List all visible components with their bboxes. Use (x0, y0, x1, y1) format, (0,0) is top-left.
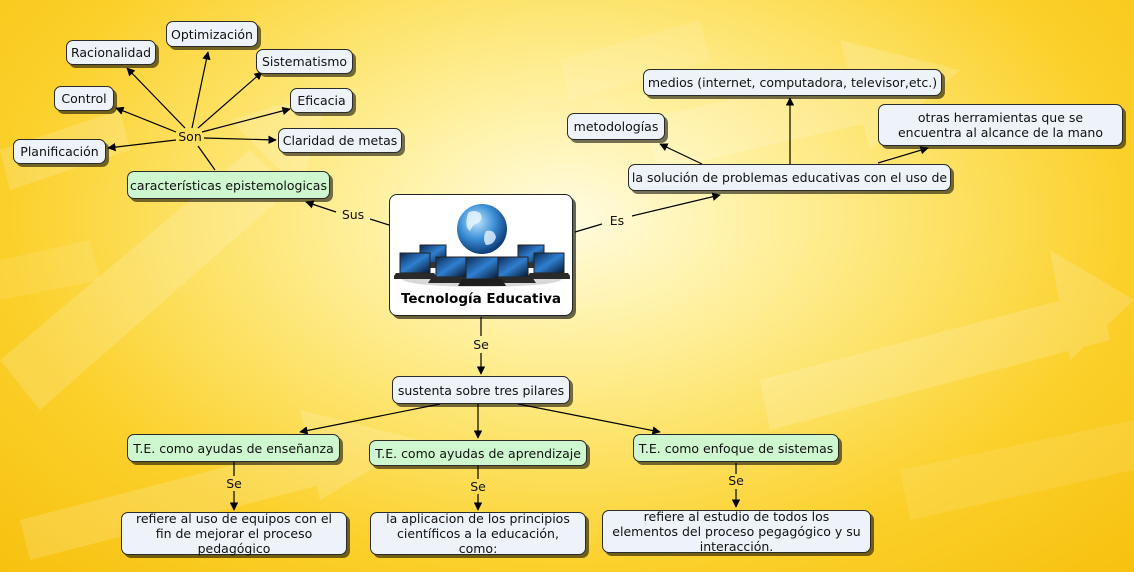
link-son-optimizacion (191, 51, 211, 129)
node-medios[interactable]: medios (internet, computadora, televisor… (643, 69, 942, 96)
link-label-son: Son (178, 129, 202, 144)
link-son-claridad (203, 135, 277, 144)
link-sus-caracteristicas (305, 200, 337, 213)
link-label-se-right: Se (728, 473, 744, 488)
node-otras-herramientas[interactable]: otras herramientas que se encuentra al a… (878, 104, 1123, 146)
node-optimizacion[interactable]: Optimización (166, 21, 258, 47)
link-son-planificacion (107, 139, 177, 152)
node-solucion-problemas[interactable]: la solución de problemas educativas con … (628, 164, 951, 191)
node-refiere-estudio[interactable]: refiere al estudio de todos los elemento… (602, 509, 871, 554)
node-control[interactable]: Control (54, 86, 114, 111)
link-label-se-mid: Se (470, 479, 486, 494)
link-son-control (115, 106, 177, 133)
link-label-es: Es (609, 213, 625, 228)
link-es-solucion (631, 192, 721, 217)
central-title: Tecnología Educativa (400, 291, 562, 307)
link-sustenta-ensenanza (299, 403, 441, 435)
link-son-eficacia (201, 106, 291, 133)
globe-with-laptops-icon (394, 204, 570, 287)
link-central-sus (369, 218, 390, 226)
node-aplicacion-principios[interactable]: la aplicacion de los principios científi… (370, 511, 586, 556)
link-sustenta-sistemas (517, 403, 661, 435)
node-enfoque-sistemas[interactable]: T.E. como enfoque de sistemas (633, 434, 839, 462)
node-sistematismo[interactable]: Sistematismo (256, 49, 353, 74)
node-claridad-metas[interactable]: Claridad de metas (278, 128, 402, 153)
link-label-se-main: Se (473, 337, 489, 352)
node-sustenta-pilares[interactable]: sustenta sobre tres pilares (392, 376, 570, 404)
link-solucion-otras (877, 146, 929, 164)
link-son-sistematismo (197, 71, 263, 129)
node-refiere-equipos[interactable]: refiere al uso de equipos con el fin de … (121, 511, 347, 556)
link-solucion-metodologias (659, 143, 703, 165)
node-ayudas-aprendizaje[interactable]: T.E. como ayudas de aprendizaje (369, 440, 587, 466)
node-eficacia[interactable]: Eficacia (290, 88, 353, 113)
link-label-se-left: Se (226, 476, 242, 491)
node-metodologias[interactable]: metodologías (567, 113, 665, 140)
node-caracteristicas-epistemologicas[interactable]: características epistemologicas (127, 171, 330, 199)
node-racionalidad[interactable]: Racionalidad (66, 40, 156, 65)
central-concept[interactable]: Tecnología Educativa (389, 194, 573, 316)
link-label-sus: Sus (341, 207, 365, 222)
node-planificacion[interactable]: Planificación (13, 139, 106, 164)
link-caracteristicas-son (197, 145, 216, 171)
link-son-racionalidad (126, 67, 186, 129)
link-central-es (574, 223, 603, 233)
node-ayudas-ensenanza[interactable]: T.E. como ayudas de enseñanza (127, 434, 340, 462)
